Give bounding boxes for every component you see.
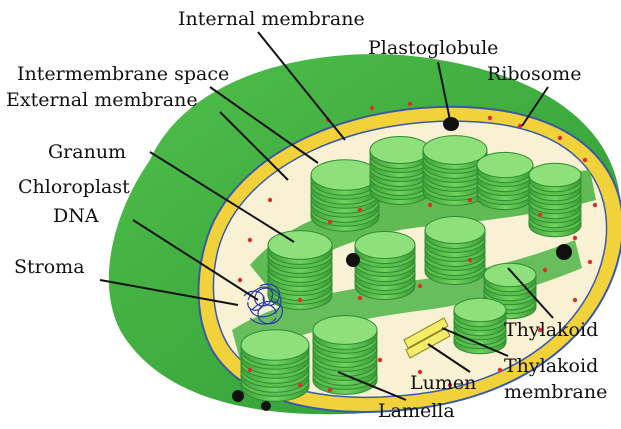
label-granum: Granum (48, 141, 126, 163)
ribosome (468, 198, 472, 202)
label-thylakoid: Thylakoid (504, 319, 598, 341)
ribosome (488, 116, 492, 120)
plastoglobule (556, 244, 572, 260)
granum-stack (425, 217, 485, 285)
label-internal-membrane: Internal membrane (178, 8, 365, 30)
ribosome (583, 158, 587, 162)
granum-stack (241, 330, 309, 402)
label-thylakoid-membrane-line1: Thylakoid (504, 355, 598, 377)
ribosome (268, 198, 272, 202)
ribosome (573, 236, 577, 240)
label-intermembrane-space: Intermembrane space (17, 63, 229, 85)
ribosome (378, 358, 382, 362)
label-lamella: Lamella (378, 400, 455, 422)
thylakoid-disc (313, 316, 377, 345)
thylakoid-disc (241, 330, 309, 361)
granum-stack (311, 160, 379, 232)
ribosome (428, 203, 432, 207)
thylakoid-disc (425, 217, 485, 244)
granum-stack (529, 163, 581, 236)
ribosome (298, 298, 302, 302)
ribosome (358, 296, 362, 300)
ribosome (573, 298, 577, 302)
thylakoid-disc (477, 152, 533, 177)
ribosome (238, 278, 242, 282)
granum-stack (355, 232, 415, 300)
ribosome (593, 203, 597, 207)
granum-stack (454, 298, 506, 353)
thylakoid-disc (355, 232, 415, 259)
ribosome (543, 268, 547, 272)
granum-stack (313, 316, 377, 395)
ribosome (418, 284, 422, 288)
label-plastoglobule: Plastoglobule (368, 37, 498, 59)
ribosome (558, 136, 562, 140)
ribosome (298, 383, 302, 387)
ribosome (248, 368, 252, 372)
thylakoid-disc (529, 163, 581, 186)
label-lumen: Lumen (410, 372, 476, 394)
ribosome (588, 260, 592, 264)
label-chloroplast-line1: Chloroplast (18, 176, 130, 198)
label-chloroplast-line2: DNA (53, 205, 99, 227)
ribosome (468, 258, 472, 262)
plastoglobule (443, 117, 459, 131)
ribosome (498, 368, 502, 372)
plastoglobule (232, 390, 244, 402)
thylakoid-disc (484, 263, 536, 286)
ribosome (538, 213, 542, 217)
granum-stack (477, 152, 533, 209)
ribosome (248, 238, 252, 242)
ribosome (518, 124, 522, 128)
thylakoid-disc (370, 137, 430, 164)
thylakoid-disc (454, 298, 506, 321)
plastoglobule (346, 253, 360, 267)
ribosome (328, 220, 332, 224)
granum-stack (370, 137, 430, 205)
granum-stack (268, 231, 332, 310)
label-ribosome: Ribosome (487, 63, 581, 85)
thylakoid-disc (311, 160, 379, 191)
plastoglobule (261, 401, 271, 411)
ribosome (370, 106, 374, 110)
label-thylakoid-membrane-line2: membrane (504, 381, 607, 403)
ribosome (408, 102, 412, 106)
ribosome (328, 388, 332, 392)
ribosome (358, 208, 362, 212)
thylakoid-disc (423, 136, 487, 165)
thylakoid-disc (268, 231, 332, 260)
label-external-membrane: External membrane (6, 89, 198, 111)
label-stroma: Stroma (14, 256, 85, 278)
